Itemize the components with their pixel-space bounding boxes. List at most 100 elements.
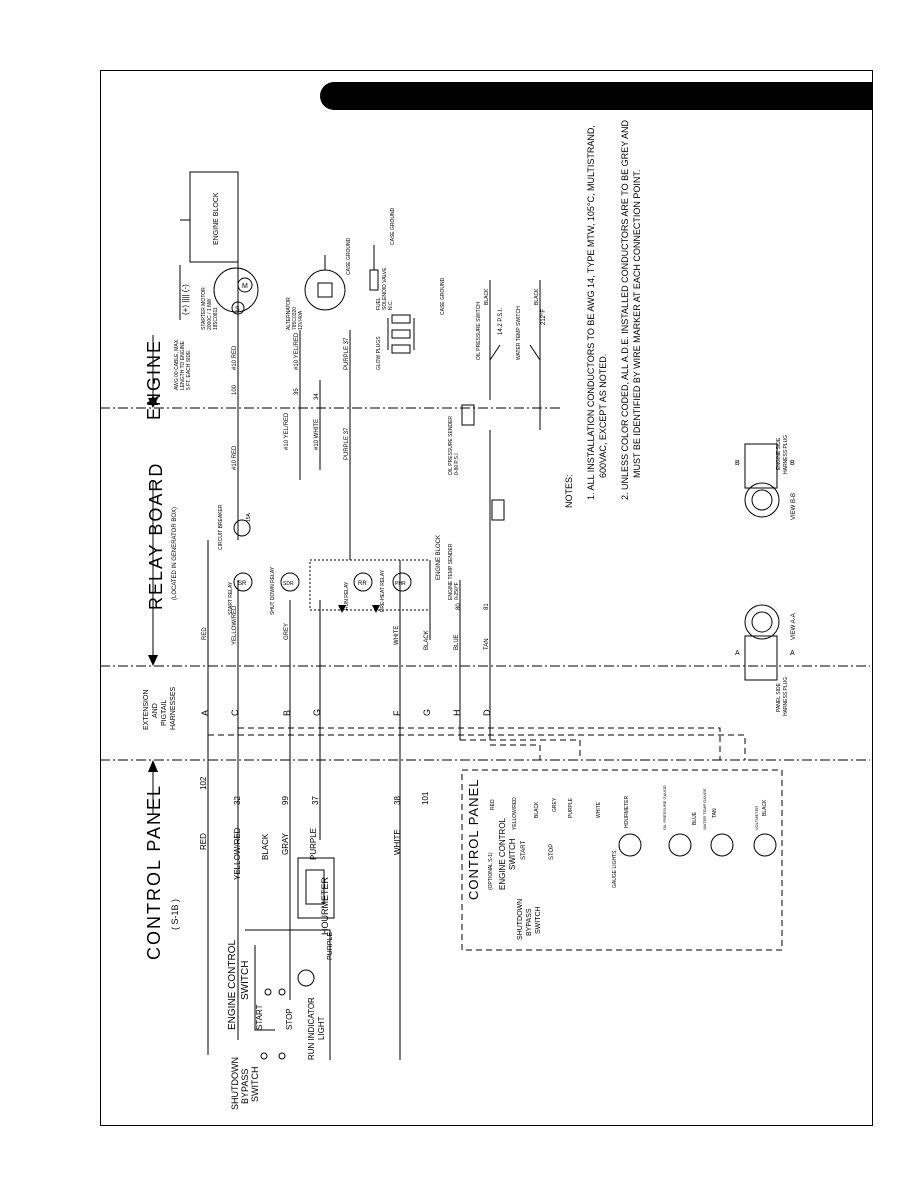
opt-panel-heading: CONTROL PANEL <box>466 779 481 900</box>
shut-down-relay <box>280 572 300 592</box>
label-red10-a: #10 RED <box>232 345 238 370</box>
switch-wiring <box>245 929 331 1060</box>
opt-yelred: YELLOW/RED <box>512 797 518 830</box>
panel-side-plug <box>744 635 778 681</box>
relay-board-heading: RELAY BOARD <box>146 462 166 610</box>
battery-symbol: (+) |||| (-) <box>181 284 190 315</box>
oil-sender-range: 0-80 P.S.I. <box>454 452 460 475</box>
circuit-breaker <box>233 519 251 537</box>
label-yelred10-a: #10 YEL/RED <box>294 332 300 370</box>
opt-start: START <box>521 841 527 860</box>
relay-board-note: (LOCATED IN GENERATOR BOX) <box>172 507 178 600</box>
label-black: BLACK <box>424 630 430 650</box>
alternator-spec2: 12V/40A <box>298 310 304 330</box>
connector-g: G <box>312 709 322 716</box>
water-temp-label: 212°F <box>541 309 547 325</box>
opt-hourmeter <box>618 833 642 857</box>
plug-a-1: A <box>735 650 740 657</box>
alternator-core <box>317 282 333 298</box>
switch-frame <box>254 945 275 1031</box>
label-blue: BLUE <box>454 634 460 650</box>
label-red10-b: #10 RED <box>232 445 238 470</box>
label-red: RED <box>202 627 208 640</box>
phr-coil: PHR <box>395 581 406 587</box>
run-indicator-1: RUN INDICATOR <box>307 997 316 1060</box>
opt-stop: STOP <box>549 844 555 860</box>
opt-grey: GREY <box>552 797 558 812</box>
starter-motor <box>213 267 259 313</box>
connector-column: A C B G F G H D <box>200 709 492 716</box>
header-bar <box>320 82 873 110</box>
oil-psi-label: 14.2 P.S.I. <box>498 307 504 335</box>
harness-route-3 <box>460 739 581 760</box>
oil-sender-label: OIL PRESSURE SENDER <box>448 416 454 475</box>
fuel-label2: SOLENOID VALVE <box>382 267 388 310</box>
shutdown-bypass-2: BYPASS <box>240 1069 250 1104</box>
start-relay <box>233 572 253 592</box>
cp-37: 37 <box>311 796 320 805</box>
connector-h: H <box>452 710 462 717</box>
opt-red: RED <box>490 799 496 810</box>
opt-oil-gauge <box>668 833 692 857</box>
engine-control-switch-2: SWITCH <box>240 961 251 1000</box>
label-purple37-a: PURPLE 37 <box>344 337 350 370</box>
cp-32: 32 <box>233 796 242 805</box>
connector-b: B <box>282 710 292 716</box>
switch-contact-start <box>264 988 272 996</box>
label-white: WHITE <box>394 626 400 645</box>
cable-note3: 5 FT. EACH SIDE. <box>186 349 192 390</box>
cp-start: START <box>255 1004 264 1030</box>
opt-black: BLACK <box>534 801 540 818</box>
bypass-contact-1 <box>260 1052 268 1060</box>
control-panel-sub: ( S-1B ) <box>170 899 180 930</box>
oil-switch-label: OIL PRESSURE SWITCH <box>476 302 482 360</box>
panel-side-label-1: PANEL SIDE <box>776 682 782 712</box>
temp-sender <box>491 499 505 521</box>
relay-board-wiring <box>309 559 431 611</box>
note-1a: 1. ALL INSTALLATION CONDUCTORS TO BE AWG… <box>586 125 596 500</box>
engine-block-label: ENGINE BLOCK <box>213 192 220 245</box>
cp-stop: STOP <box>285 1008 294 1030</box>
label-white10: #10 WHITE <box>314 419 320 450</box>
label-yelred: YELLOW/RED <box>232 605 238 645</box>
opt-tan: TAN <box>712 808 718 818</box>
run-indicator-light <box>297 969 315 987</box>
connector-d: D <box>482 709 492 716</box>
glow-plugs-label: GLOW PLUGS <box>376 336 382 370</box>
opt-bypass-1: SHUTDOWN <box>517 899 524 940</box>
opt-ecs-2: SWITCH <box>508 838 517 870</box>
preheat-relay <box>392 572 412 592</box>
label-100: 100 <box>232 384 238 395</box>
case-ground-1: CASE GROUND <box>346 237 352 275</box>
starter-label: STARTER MOTOR <box>201 287 207 330</box>
cable-note2: LENGTH TO ENGINE <box>180 340 186 390</box>
extension-label-1: EXTENSION <box>143 690 150 730</box>
preheat-relay-label: PRE-HEAT RELAY <box>380 569 386 612</box>
connector-f: F <box>392 710 402 716</box>
opt-voltmeter-label: VOLTMETER <box>754 806 759 830</box>
oil-black: BLACK <box>484 288 490 305</box>
optional-panel-box <box>461 769 783 951</box>
temp-sender-range: 0-250°F <box>454 582 460 600</box>
harness-route-1 <box>208 734 746 760</box>
engine-heading: ENGINE <box>144 339 164 420</box>
water-switch-label: WATER TEMP SWITCH <box>516 306 522 360</box>
engine-arrow-bottom <box>148 398 158 408</box>
label-purple37-b: PURPLE 37 <box>344 427 350 460</box>
plug-view-bb <box>744 482 780 518</box>
engine-side-label-1: ENGINE SIDE <box>776 437 782 470</box>
shutdown-bypass-1: SHUTDOWN <box>230 1057 240 1110</box>
harness-route-2 <box>238 727 721 760</box>
engine-side-plug <box>744 443 778 489</box>
alternator-label: ALTERNATOR <box>286 297 292 330</box>
cp-black: BLACK <box>261 833 270 860</box>
alternator-spec1: 785C0320 <box>292 307 298 330</box>
run-relay <box>353 572 373 592</box>
relay-arrow <box>148 655 158 666</box>
cp-38: 38 <box>393 796 402 805</box>
label-grey: GREY <box>284 623 290 640</box>
hourmeter-box <box>297 857 335 919</box>
note-1b: 600VAC, EXCEPT AS NOTED. <box>598 354 608 478</box>
hourmeter-label: HOURMETER <box>320 877 330 935</box>
shut-down-relay-label: SHUT DOWN RELAY <box>270 566 276 615</box>
